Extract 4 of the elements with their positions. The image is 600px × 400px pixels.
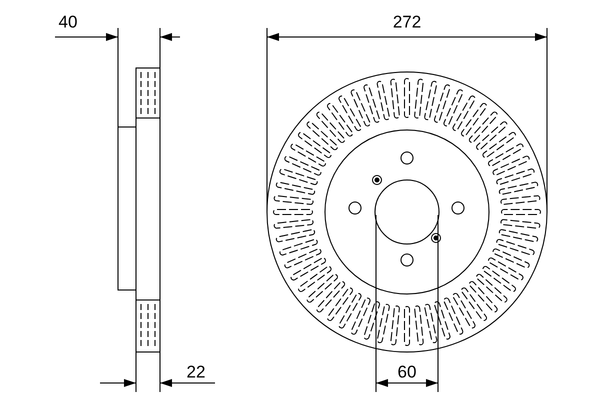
dimension-label: 22: [186, 364, 206, 380]
dimension-label: 272: [392, 14, 422, 30]
dimension-label: 60: [398, 364, 416, 380]
dimension-label: 40: [58, 14, 78, 30]
